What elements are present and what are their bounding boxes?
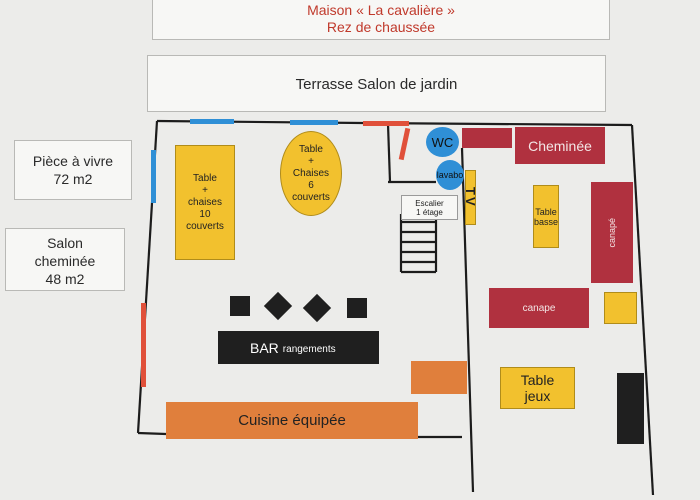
sofa-horizontal: canape [489,288,589,328]
terrasse-label: Terrasse Salon de jardin [295,76,458,93]
coffee-table-label-2: basse [533,216,559,227]
door-top-right [363,121,409,126]
window-top-1 [190,119,234,124]
coffee-table: Table basse [533,185,559,248]
door-left [141,303,146,387]
wall-bottom-left [137,431,167,436]
dining-table-10: Table + chaises 10 couverts [175,145,235,260]
area-living-room: Pièce à vivre 72 m2 [14,140,132,200]
bar-counter: BAR rangements [218,331,379,364]
house-title-box: Maison « La cavalière » Rez de chaussée [152,0,610,40]
wall-right [630,124,655,496]
wall-interior-short [386,123,392,183]
games-table-label-2: jeux [524,388,551,404]
kitchen-label: Cuisine équipée [238,412,346,429]
house-title: Maison « La cavalière » [307,2,455,18]
floor-subtitle: Rez de chaussée [326,19,436,35]
area-salon-name-2: cheminée [34,253,96,269]
dining-table-10-label: Table [193,172,217,184]
staircase-floor: 1 étage [416,207,443,217]
round-table-6-count: 6 [308,179,314,191]
fireplace: Cheminée [515,127,605,164]
games-table: Table jeux [500,367,575,409]
round-table-6: Table + Chaises 6 couverts [280,131,342,216]
coffee-table-label: Table [535,206,557,217]
storage-unit [462,128,512,148]
tv-unit: TV [463,170,478,225]
fireplace-label: Cheminée [528,137,592,154]
bar-stool [347,298,367,318]
window-left [151,150,156,203]
wc-label: WC [431,134,454,150]
round-table-6-label: Table [299,143,323,155]
sofa-vertical-label: canapé [607,217,617,248]
staircase-label-box: Escalier 1 étage [401,195,458,220]
dining-table-10-plus: + [202,184,208,196]
area-living-room-size: 72 m2 [53,171,93,187]
bar-sublabel: rangements [282,343,336,355]
area-salon-size: 48 m2 [45,271,85,287]
area-salon: Salon cheminée 48 m2 [5,228,125,291]
round-table-6-covers: couverts [292,191,330,203]
sink-label: lavabo [436,170,464,180]
dining-table-10-count: 10 [199,208,211,220]
bar-label: BAR [250,339,279,356]
wall-interior-vertical [460,147,475,493]
tv-label: TV [463,187,478,208]
kitchen-block [411,361,467,394]
area-salon-name: Salon [47,235,83,251]
staircase-steps [399,214,438,274]
bar-stool [230,296,250,316]
terrasse-box: Terrasse Salon de jardin [147,55,606,112]
sink-fixture: lavabo [436,160,464,190]
round-table-6-plus: + [308,155,314,167]
dining-table-10-covers: couverts [186,220,224,232]
sofa-horizontal-label: canape [522,302,556,314]
window-top-2 [290,120,338,125]
sofa-vertical: canapé [591,182,633,283]
side-table [604,292,637,324]
area-living-room-name: Pièce à vivre [32,153,114,169]
games-table-label: Table [520,372,555,388]
staircase-label: Escalier [415,198,444,208]
wc-fixture: WC [426,127,459,157]
dining-table-10-chairs: chaises [188,196,222,208]
cabinet [617,373,644,444]
kitchen-counter: Cuisine équipée [166,402,418,439]
round-table-6-chairs: Chaises [292,167,330,179]
